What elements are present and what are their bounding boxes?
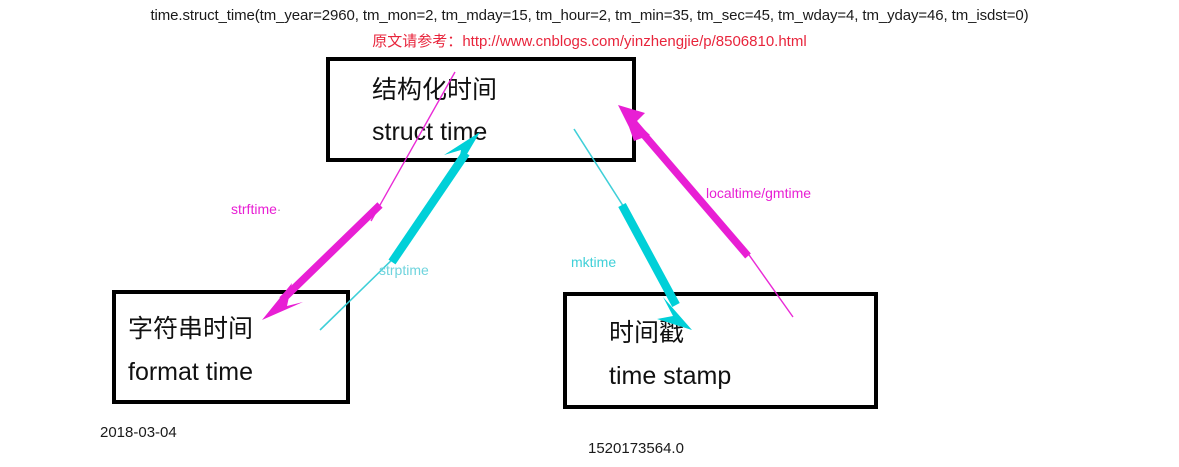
source-note: 原文请参考：http://www.cnblogs.com/yinzhengjie… xyxy=(0,32,1179,51)
node-struct-time: 结构化时间 struct time xyxy=(326,57,636,162)
source-note-url[interactable]: http://www.cnblogs.com/yinzhengjie/p/850… xyxy=(462,33,807,50)
arrow-localtime-gmtime xyxy=(618,105,794,318)
arrow-label-strptime: strptime xyxy=(379,262,429,278)
arrow-label-strftime-text: strftime xyxy=(231,201,277,217)
node-time-stamp-label-cn: 时间戳 xyxy=(609,319,685,347)
node-format-time-label-en: format time xyxy=(128,358,254,386)
arrow-label-strftime-mark: · xyxy=(276,202,282,217)
source-note-prefix: 原文请参考： xyxy=(372,33,463,50)
time-stamp-example-value: 1520173564.0 xyxy=(588,440,684,457)
node-time-stamp: 时间戳 time stamp xyxy=(563,292,878,409)
struct-time-repr-text: time.struct_time(tm_year=2960, tm_mon=2,… xyxy=(150,7,1029,24)
arrow-label-strftime: strftime· xyxy=(231,201,281,218)
node-time-stamp-label-en: time stamp xyxy=(609,362,732,390)
node-format-time-label-cn: 字符串时间 xyxy=(128,315,254,343)
format-time-example-value: 2018-03-04 xyxy=(100,424,177,441)
node-struct-time-label-en: struct time xyxy=(372,118,488,146)
arrow-label-mktime: mktime xyxy=(571,254,617,270)
arrow-label-localtime-gmtime: localtime/gmtime xyxy=(706,185,812,201)
node-format-time: 字符串时间 format time xyxy=(112,290,350,404)
node-struct-time-label-cn: 结构化时间 xyxy=(372,76,498,104)
